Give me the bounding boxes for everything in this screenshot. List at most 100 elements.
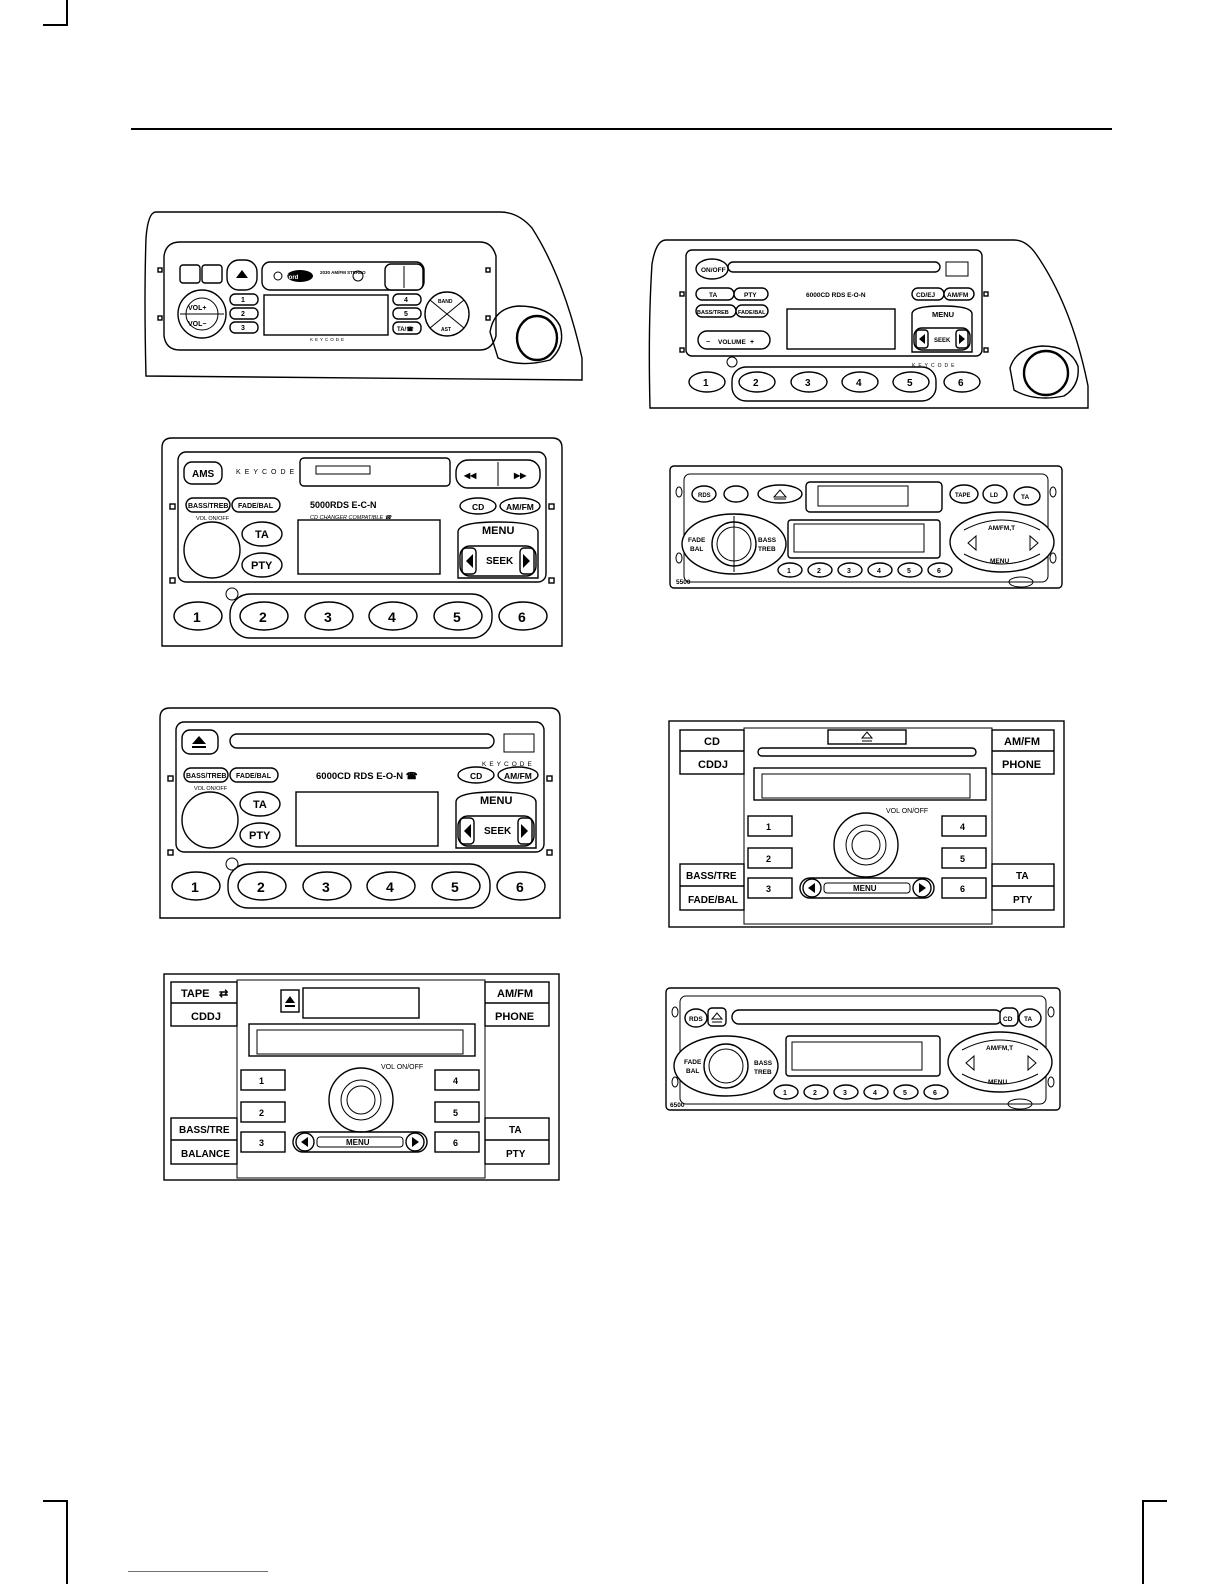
preset-1[interactable]: 1 xyxy=(259,1076,264,1086)
ta-button[interactable]: TA xyxy=(255,529,269,541)
preset-3[interactable]: 3 xyxy=(843,1090,847,1097)
cd-button[interactable]: CD xyxy=(470,771,482,781)
bass-tre-button[interactable]: BASS/TRE xyxy=(686,871,737,882)
am-fm-t-button[interactable]: AM/FM,T xyxy=(986,1045,1013,1052)
preset-5[interactable]: 5 xyxy=(404,311,408,318)
preset-6[interactable]: 6 xyxy=(518,609,526,625)
preset-4[interactable]: 4 xyxy=(877,568,881,575)
preset-3[interactable]: 3 xyxy=(324,609,332,625)
tape-button[interactable]: TAPE xyxy=(181,988,210,1000)
preset-4[interactable]: 4 xyxy=(960,822,965,832)
preset-3[interactable]: 3 xyxy=(259,1138,264,1148)
pty-button[interactable]: PTY xyxy=(1013,895,1033,906)
preset-5[interactable]: 5 xyxy=(907,568,911,575)
ams-button[interactable]: AMS xyxy=(192,469,215,480)
fade-label[interactable]: FADE xyxy=(684,1059,702,1066)
menu-button[interactable]: MENU xyxy=(346,1138,370,1147)
am-fm-button[interactable]: AM/FM xyxy=(506,502,534,512)
bass-tre-button[interactable]: BASS/TRE xyxy=(179,1125,230,1136)
menu-button[interactable]: MENU xyxy=(932,310,954,319)
footer-link[interactable] xyxy=(128,1571,268,1572)
phone-button[interactable]: PHONE xyxy=(1002,759,1041,771)
rds-button[interactable]: RDS xyxy=(698,493,711,499)
menu-button[interactable]: MENU xyxy=(988,1079,1007,1086)
preset-6[interactable]: 6 xyxy=(960,884,965,894)
preset-1[interactable]: 1 xyxy=(191,879,199,895)
vol-minus-label[interactable]: VOL− xyxy=(188,321,206,328)
preset-4[interactable]: 4 xyxy=(453,1076,458,1086)
volume-minus[interactable]: − xyxy=(706,339,710,346)
cd-ej-button[interactable]: CD/EJ xyxy=(916,292,936,299)
ld-button[interactable]: LD xyxy=(990,493,999,499)
cd-button[interactable]: CD xyxy=(472,502,484,512)
preset-1[interactable]: 1 xyxy=(787,568,791,575)
preset-4[interactable]: 4 xyxy=(873,1090,877,1097)
bass-label[interactable]: BASS xyxy=(754,1060,773,1067)
am-fm-button[interactable]: AM/FM xyxy=(504,771,532,781)
menu-button[interactable]: MENU xyxy=(482,525,514,537)
bal-label[interactable]: BAL xyxy=(686,1068,699,1075)
vol-plus-label[interactable]: VOL+ xyxy=(188,305,206,312)
preset-3[interactable]: 3 xyxy=(805,378,811,389)
preset-5[interactable]: 5 xyxy=(451,879,459,895)
bass-treb-button[interactable]: BASS/TREB xyxy=(697,310,729,316)
preset-2[interactable]: 2 xyxy=(259,1108,264,1118)
preset-2[interactable]: 2 xyxy=(813,1090,817,1097)
pty-button[interactable]: PTY xyxy=(249,830,271,842)
bass-label[interactable]: BASS xyxy=(758,537,777,544)
fade-bal-button[interactable]: FADE/BAL xyxy=(688,895,738,906)
preset-1[interactable]: 1 xyxy=(703,378,709,389)
preset-6[interactable]: 6 xyxy=(516,879,524,895)
am-fm-button[interactable]: AM/FM xyxy=(497,988,533,1000)
preset-2[interactable]: 2 xyxy=(257,879,265,895)
preset-1[interactable]: 1 xyxy=(783,1090,787,1097)
preset-1[interactable]: 1 xyxy=(193,609,201,625)
preset-6[interactable]: 6 xyxy=(958,378,964,389)
on-off-button[interactable]: ON/OFF xyxy=(701,267,726,274)
preset-4[interactable]: 4 xyxy=(386,879,394,895)
preset-5[interactable]: 5 xyxy=(903,1090,907,1097)
bass-treb-button[interactable]: BASS/TREB xyxy=(186,773,226,780)
treb-label[interactable]: TREB xyxy=(754,1069,772,1076)
ta-button[interactable]: TA xyxy=(1021,494,1029,501)
am-fm-button[interactable]: AM/FM xyxy=(947,292,968,299)
preset-2[interactable]: 2 xyxy=(241,311,245,318)
ta-button[interactable]: TA/☎ xyxy=(397,326,414,333)
ta-button[interactable]: TA xyxy=(709,292,717,299)
am-fm-button[interactable]: AM/FM xyxy=(1004,736,1040,748)
preset-6[interactable]: 6 xyxy=(453,1138,458,1148)
ta-button[interactable]: TA xyxy=(1024,1016,1032,1023)
bass-treb-button[interactable]: BASS/TREB xyxy=(188,503,228,510)
preset-5[interactable]: 5 xyxy=(907,378,913,389)
preset-2[interactable]: 2 xyxy=(753,378,759,389)
cddj-button[interactable]: CDDJ xyxy=(191,1011,221,1023)
fade-label[interactable]: FADE xyxy=(688,537,706,544)
menu-button[interactable]: MENU xyxy=(990,558,1009,565)
phone-button[interactable]: PHONE xyxy=(495,1011,534,1023)
menu-button[interactable]: MENU xyxy=(480,795,512,807)
fade-bal-button[interactable]: FADE/BAL xyxy=(236,773,272,780)
cddj-button[interactable]: CDDJ xyxy=(698,759,728,771)
preset-2[interactable]: 2 xyxy=(259,609,267,625)
preset-4[interactable]: 4 xyxy=(404,297,408,304)
cd-button[interactable]: CD xyxy=(704,736,720,748)
fade-bal-button[interactable]: FADE/BAL xyxy=(238,503,274,510)
preset-2[interactable]: 2 xyxy=(817,568,821,575)
ta-button[interactable]: TA xyxy=(253,799,267,811)
rds-button[interactable]: RDS xyxy=(689,1016,703,1023)
ast-label[interactable]: AST xyxy=(441,327,451,333)
preset-3[interactable]: 3 xyxy=(766,884,771,894)
pty-button[interactable]: PTY xyxy=(506,1149,526,1160)
preset-6[interactable]: 6 xyxy=(933,1090,937,1097)
ta-button[interactable]: TA xyxy=(509,1125,522,1136)
balance-button[interactable]: BALANCE xyxy=(181,1149,230,1160)
bal-label[interactable]: BAL xyxy=(690,546,703,553)
preset-2[interactable]: 2 xyxy=(766,854,771,864)
preset-1[interactable]: 1 xyxy=(241,297,245,304)
am-fm-t-button[interactable]: AM/FM,T xyxy=(988,525,1015,532)
preset-3[interactable]: 3 xyxy=(322,879,330,895)
preset-5[interactable]: 5 xyxy=(453,1108,458,1118)
pty-button[interactable]: PTY xyxy=(744,292,757,299)
preset-4[interactable]: 4 xyxy=(856,378,862,389)
volume-plus[interactable]: + xyxy=(750,339,754,346)
